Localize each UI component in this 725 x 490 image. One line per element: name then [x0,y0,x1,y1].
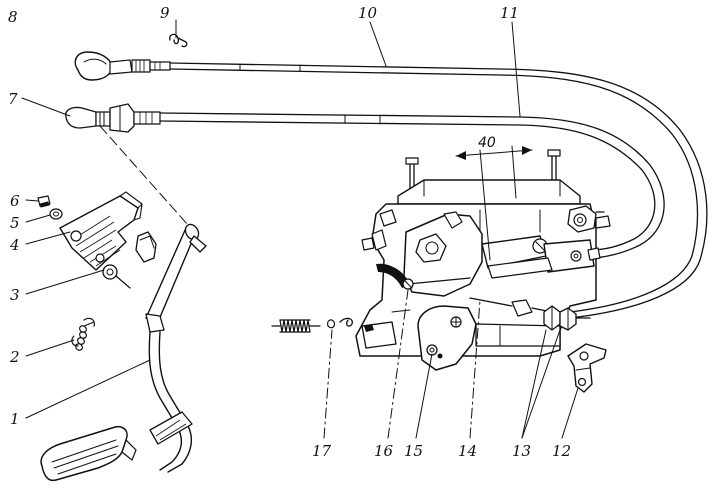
callout-13: 13 [512,442,531,460]
callout-12: 12 [552,442,571,460]
callout-6: 6 [10,192,20,210]
callout-16: 16 [374,442,394,460]
part-5-washer [49,208,63,220]
part-9-clip [169,33,188,48]
upper-cable [74,51,708,319]
carburettor [355,149,611,371]
leader-lines [21,19,579,439]
callout-17: 17 [312,442,332,460]
callout-3: 3 [10,286,20,304]
callout-11: 11 [500,4,519,22]
dimension-value: 40 [478,135,496,151]
pedal-assembly [37,191,207,482]
throttle-lever [417,305,477,371]
callout-5: 5 [10,214,20,232]
callout-10: 10 [358,4,378,22]
part-2-spring [71,317,95,351]
callout-labels: 8 9 10 11 7 6 5 4 3 2 1 17 16 15 14 13 1… [8,4,571,460]
pedal-pad-ribs [51,439,119,475]
callout-14: 14 [458,442,477,460]
callout-7: 7 [8,90,18,108]
callout-15: 15 [404,442,423,460]
cable-end-tip [65,106,97,129]
callout-2: 2 [9,348,20,366]
callout-4: 4 [9,236,20,254]
callout-1: 1 [10,410,20,428]
alignment-dashline [99,125,197,235]
dimension-40: 40 [455,135,533,261]
part-13-adjuster [543,305,591,331]
callout-9: 9 [160,4,170,22]
callout-8: 8 [8,8,18,26]
lower-cable [65,103,665,259]
part-3-bolt [102,264,118,280]
part-17-spring [271,317,353,333]
cable-knob [74,51,113,81]
pedal-bracket [59,195,139,271]
pedal-pad [40,426,128,482]
